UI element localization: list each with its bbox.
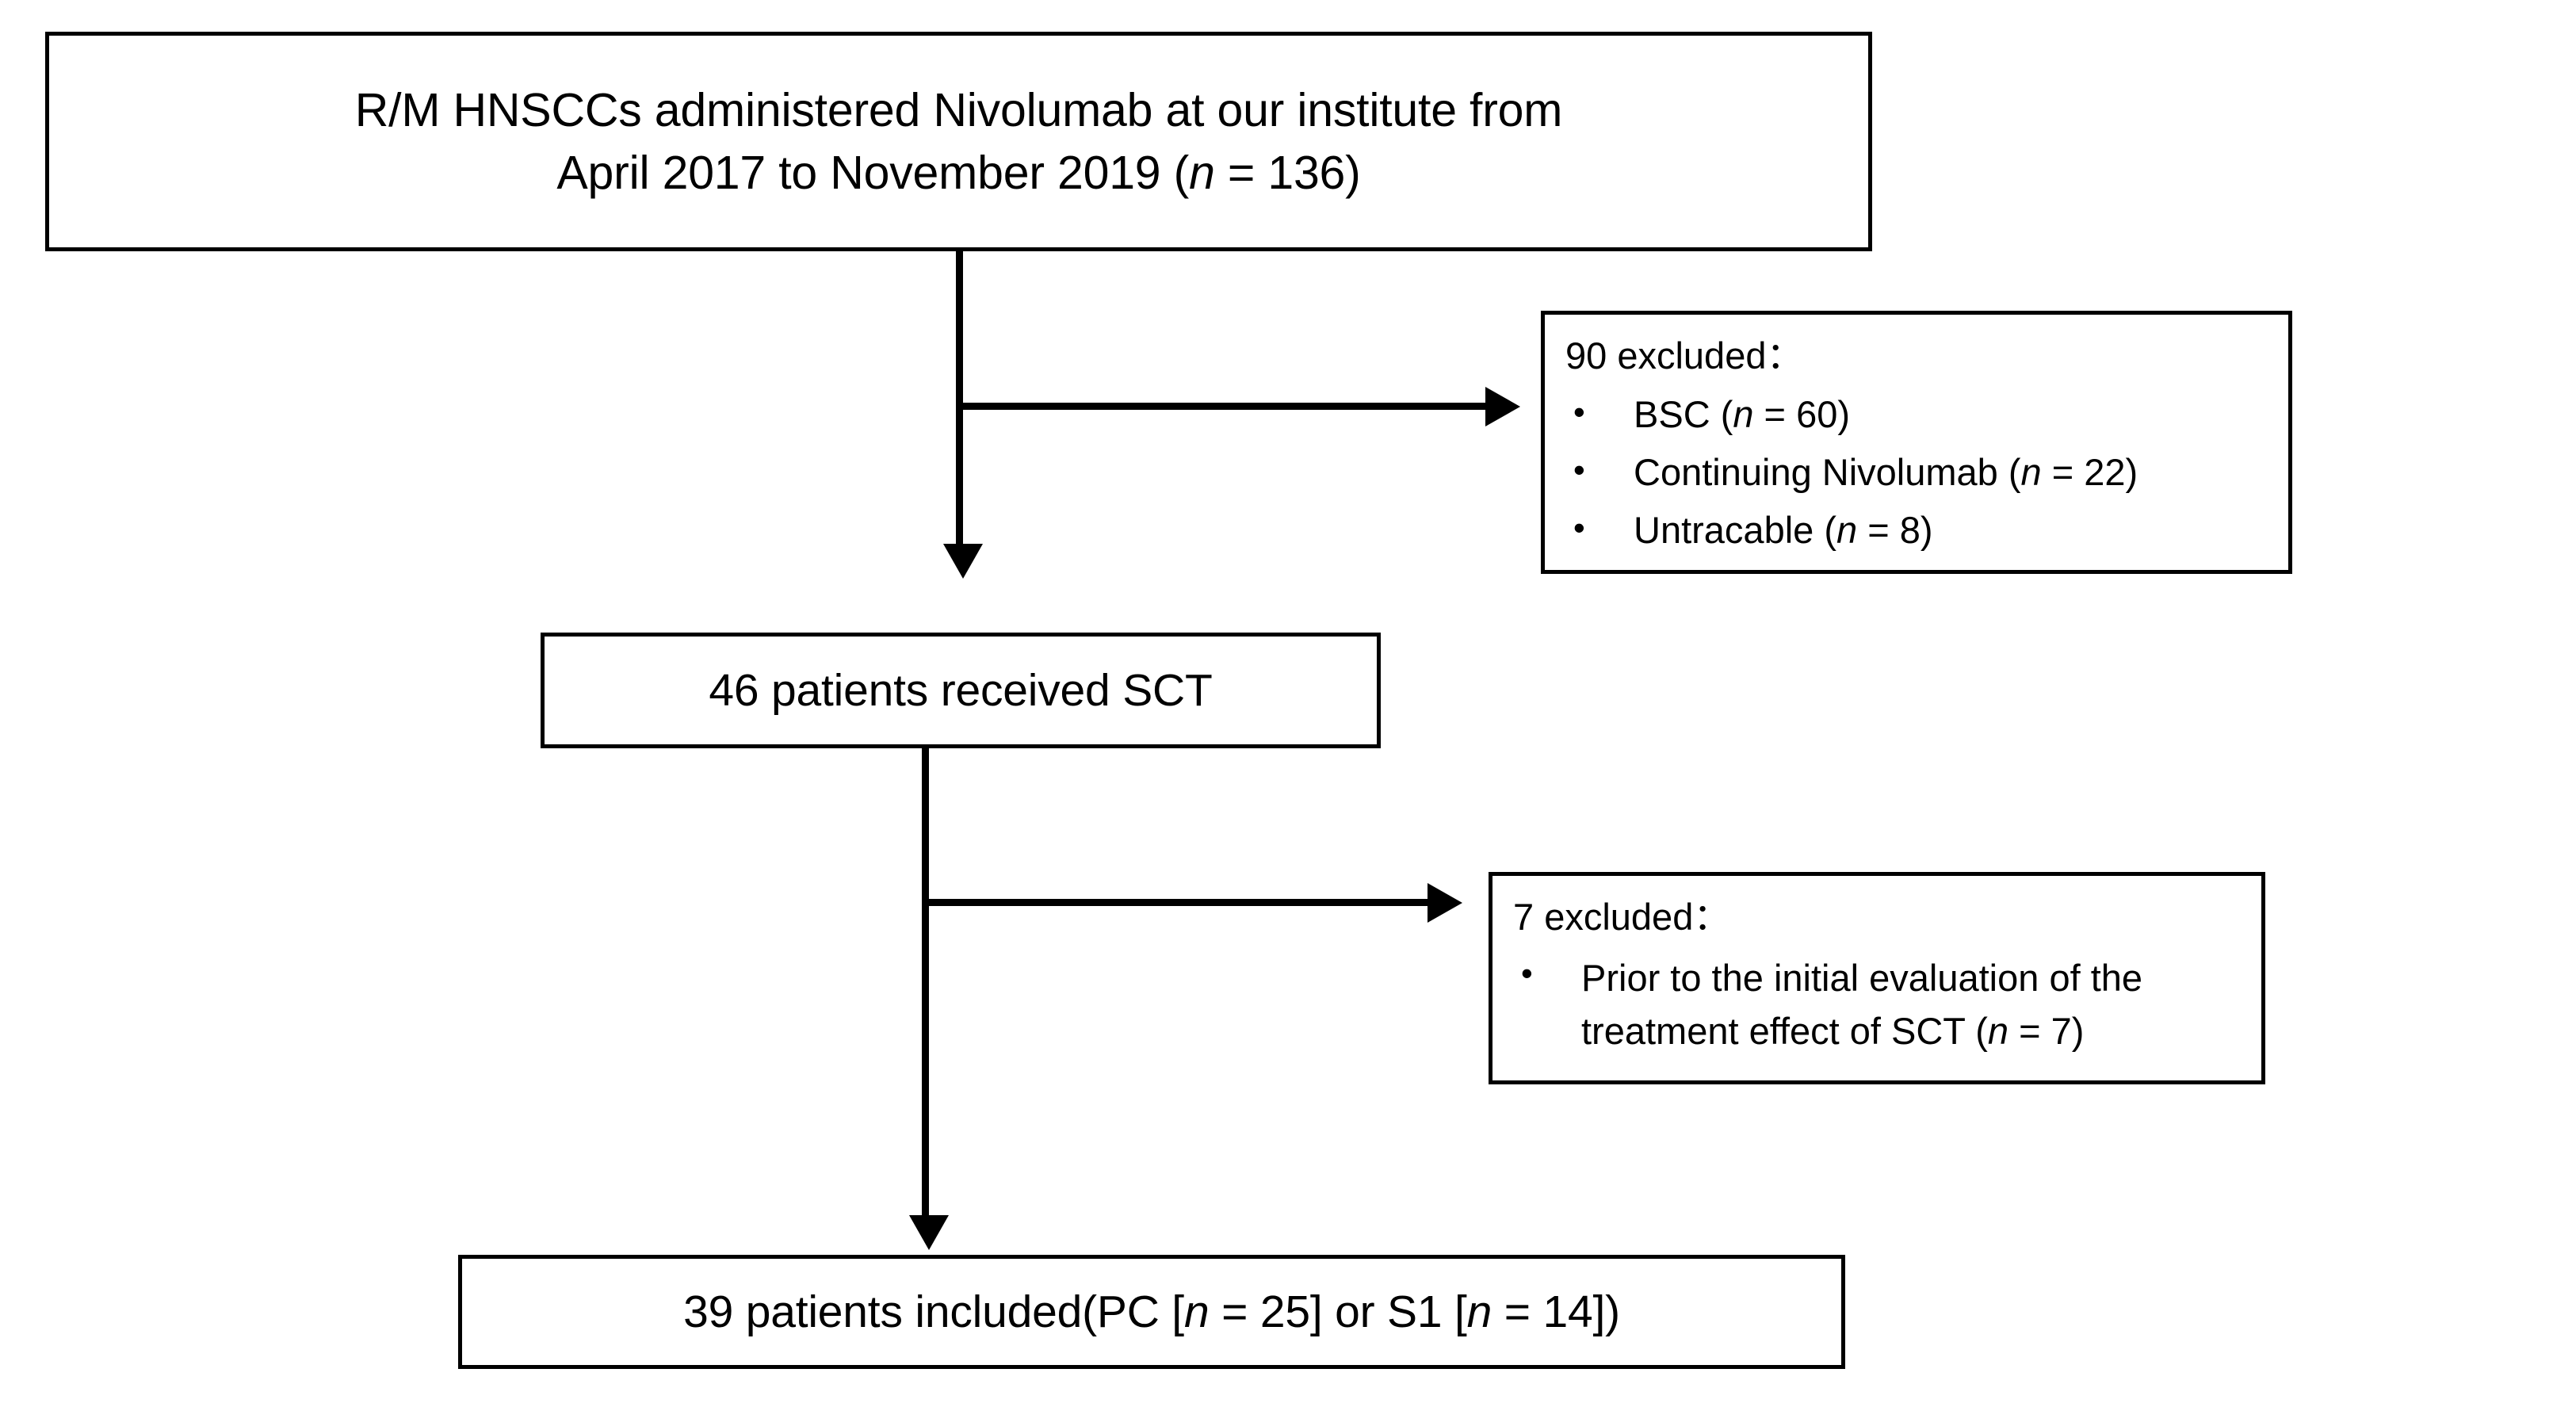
exclusion-1-item-continuing-n-italic: n — [2020, 451, 2042, 494]
bullet-icon: • — [1573, 393, 1585, 431]
node-exclusion-1: 90 excluded： •BSC (n = 60) •Continuing N… — [1541, 311, 2292, 574]
exclusion-1-item-untracable: • Untracable (n = 8) — [1565, 507, 2288, 554]
included-n-italic-1: n — [1183, 1286, 1210, 1337]
bullet-icon: • — [1573, 451, 1585, 489]
connector-exclusion-1-arrowhead — [1485, 387, 1520, 426]
exclusion-1-item-bsc-n-italic: n — [1733, 393, 1754, 436]
included-suffix: = 14]) — [1492, 1286, 1620, 1337]
connector-exclusion-2-line — [922, 899, 1437, 906]
exclusion-1-list: •BSC (n = 60) •Continuing Nivolumab (n =… — [1565, 391, 2288, 554]
connector-exclusion-2-arrowhead — [1428, 883, 1462, 923]
node-enrolled-cohort-text: R/M HNSCCs administered Nivolumab at our… — [346, 79, 1573, 204]
exclusion-2-item-prior-evaluation: • Prior to the initial evaluation of the … — [1513, 952, 2261, 1057]
exclusion-1-title: 90 excluded： — [1565, 335, 1804, 377]
included-mid: = 25] or S1 [ — [1209, 1286, 1467, 1337]
exclusion-1-item-untracable-prefix: Untracable ( — [1634, 509, 1836, 552]
exclusion-1-item-untracable-suffix: = 8) — [1857, 509, 1933, 552]
exclusion-2-item-n-italic: n — [1987, 1009, 2009, 1052]
node-enrolled-cohort: R/M HNSCCs administered Nivolumab at our… — [45, 32, 1872, 251]
exclusion-1-item-untracable-n-italic: n — [1836, 509, 1858, 552]
connector-exclusion-1-line — [956, 403, 1495, 410]
exclusion-1-item-bsc-suffix: = 60) — [1753, 393, 1850, 436]
exclusion-1-item-bsc-prefix: BSC ( — [1634, 393, 1733, 436]
exclusion-2-item-prefix: Prior to the initial evaluation of the t… — [1581, 957, 2143, 1052]
enrolled-line-2-prefix: April 2017 to November 2019 ( — [556, 146, 1190, 199]
node-received-sct: 46 patients received SCT — [541, 633, 1381, 748]
exclusion-2-title: 7 excluded： — [1513, 896, 1731, 938]
exclusion-1-item-continuing-prefix: Continuing Nivolumab ( — [1634, 451, 2021, 494]
connector-enrolled-to-sct-arrowhead — [943, 544, 983, 579]
node-included-cohort-text: 39 patients included(PC [n = 25] or S1 [… — [683, 1285, 1620, 1339]
enrolled-line-2-n-italic: n — [1189, 146, 1215, 199]
exclusion-1-item-continuing-nivolumab: • Continuing Nivolumab (n = 22) — [1565, 449, 2288, 496]
included-n-italic-2: n — [1466, 1286, 1492, 1337]
exclusion-2-item-suffix: = 7) — [2008, 1009, 2085, 1052]
included-prefix: 39 patients included(PC [ — [683, 1286, 1184, 1337]
exclusion-1-item-continuing-suffix: = 22) — [2041, 451, 2138, 494]
node-received-sct-text: 46 patients received SCT — [709, 664, 1213, 716]
bullet-icon: • — [1521, 954, 1533, 992]
exclusion-2-content: 7 excluded： • Prior to the initial evalua… — [1492, 876, 2261, 1058]
node-included-cohort: 39 patients included(PC [n = 25] or S1 [… — [458, 1255, 1845, 1369]
enrolled-line-1: R/M HNSCCs administered Nivolumab at our… — [354, 84, 1563, 137]
enrolled-line-2-suffix: = 136) — [1214, 146, 1361, 199]
exclusion-1-content: 90 excluded： •BSC (n = 60) •Continuing N… — [1545, 315, 2288, 555]
connector-enrolled-to-sct-line — [956, 251, 963, 549]
exclusion-1-item-bsc: • BSC (n = 60) — [1565, 391, 2288, 438]
node-exclusion-2: 7 excluded： • Prior to the initial evalua… — [1489, 872, 2265, 1084]
bullet-icon: • — [1573, 509, 1585, 547]
connector-sct-to-included-line — [922, 748, 929, 1220]
exclusion-2-list: • Prior to the initial evaluation of the … — [1513, 952, 2261, 1057]
connector-sct-to-included-arrowhead — [909, 1215, 949, 1250]
